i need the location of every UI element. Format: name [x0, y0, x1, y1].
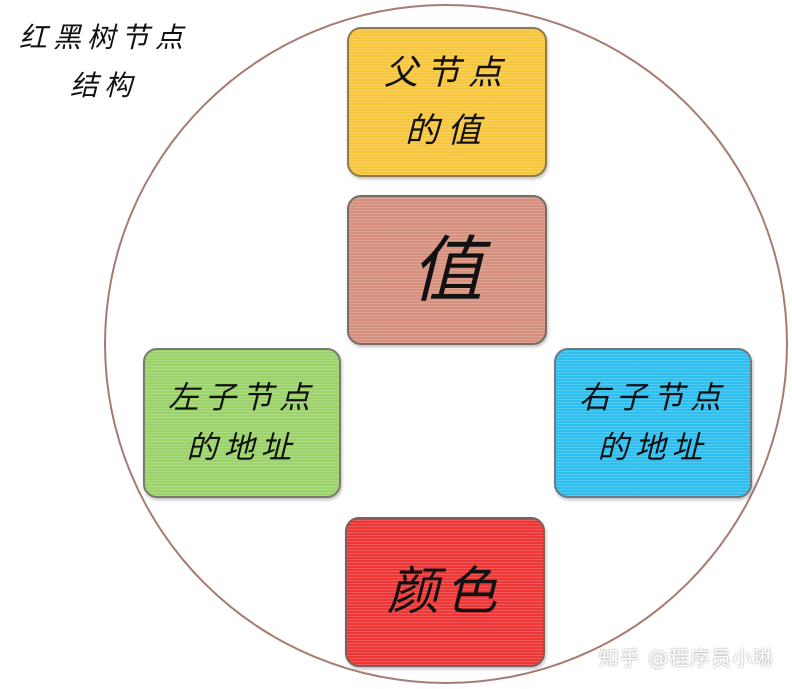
right-child-address-node: 右子节点 的地址 [554, 348, 752, 498]
diagram-title: 红黑树节点 结构 [18, 21, 189, 102]
node-boundary-circle [104, 4, 788, 684]
value-node: 值 [347, 195, 547, 345]
parent-value-node: 父节点 的值 [347, 27, 547, 177]
source-watermark: 知乎 @程序员小琳 [598, 646, 774, 670]
color-node: 颜色 [345, 517, 545, 667]
left-child-address-node: 左子节点 的地址 [143, 348, 341, 498]
